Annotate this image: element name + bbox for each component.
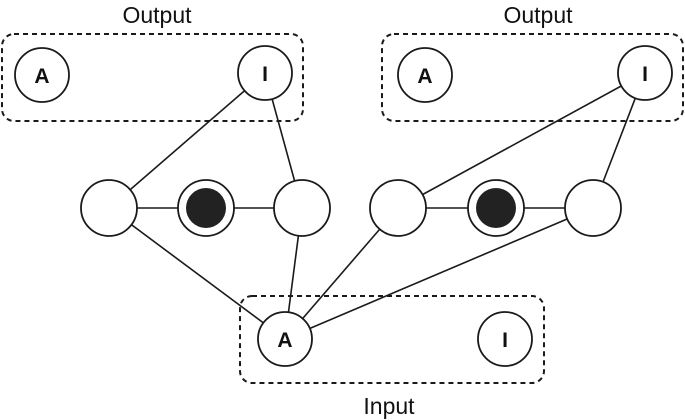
output-right-label: Output bbox=[503, 2, 573, 28]
node-out-left-i bbox=[237, 45, 293, 101]
edge-left-hidden-to-out-left-i bbox=[108, 72, 266, 209]
edge-r-right-hidden-to-input-a bbox=[284, 207, 594, 340]
node-input-i-label: I bbox=[502, 329, 508, 352]
output-right-group-box bbox=[381, 33, 684, 122]
input-group-box bbox=[239, 295, 545, 384]
node-out-right-a bbox=[397, 47, 453, 103]
node-input-i bbox=[477, 311, 533, 367]
node-out-right-i-label: I bbox=[642, 63, 648, 86]
node-out-left-a-label: A bbox=[34, 65, 49, 88]
node-out-right-i bbox=[617, 45, 673, 101]
node-hidden-right-1 bbox=[369, 179, 427, 237]
node-hidden-left-3 bbox=[273, 179, 331, 237]
edge-r-left-hidden-to-out-right-i bbox=[397, 72, 646, 209]
edge-left-hidden-to-input-a bbox=[108, 207, 286, 340]
node-hidden-right-3 bbox=[564, 179, 622, 237]
node-out-right-a-label: A bbox=[417, 65, 432, 88]
output-left-group-box bbox=[1, 33, 304, 122]
node-out-left-i-label: I bbox=[262, 63, 268, 86]
output-left-label: Output bbox=[122, 2, 192, 28]
node-hidden-left-1 bbox=[80, 179, 138, 237]
node-hidden-left-center-core bbox=[186, 188, 226, 228]
node-input-a-label: A bbox=[277, 329, 292, 352]
node-hidden-right-center-core bbox=[476, 188, 516, 228]
input-label: Input bbox=[363, 393, 415, 419]
node-input-a bbox=[257, 311, 313, 367]
node-out-left-a bbox=[14, 47, 70, 103]
